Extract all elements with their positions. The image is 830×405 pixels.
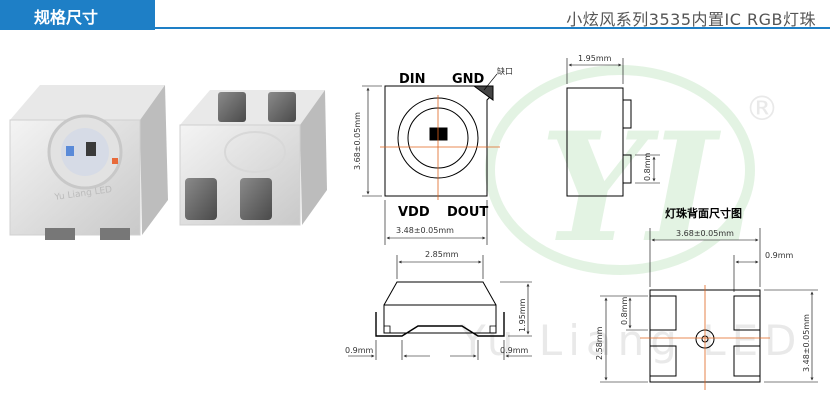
led-photo-front: Yu Liang LED [9,85,168,240]
side-view-pad-dim: 0.8mm [643,152,652,181]
pin-din-label: DIN [399,72,426,87]
back-view-pad-height-dim: 0.8mm [620,296,629,325]
watermark-ring [485,65,755,275]
header-bar: 规格尺寸 小炫风系列3535内置IC RGB灯珠 [0,0,830,30]
back-view-width-dim: 3.68±0.05mm [676,229,734,238]
watermark-logo: YL [540,100,753,276]
side-view-width-dim: 1.95mm [578,54,612,63]
watermark: YL Yu Liang LED ® [459,65,803,365]
top-view-drawing [362,73,500,245]
back-view-height-dim: 3.48±0.05mm [802,314,811,372]
registered-mark: ® [745,89,779,129]
back-view-title: 灯珠背面尺寸图 [665,206,742,220]
back-view-pad-span-dim: 2.58mm [595,326,604,360]
front-view-right-pad-dim: 0.9mm [500,346,529,355]
pin-dout-label: DOUT [447,205,488,220]
front-view-height-dim: 1.95mm [518,298,527,332]
back-view-pad-width-dim: 0.9mm [765,251,794,260]
pin-vdd-label: VDD [398,205,430,220]
top-view-height-dim: 3.68±0.05mm [353,112,362,170]
back-view-drawing [600,228,818,390]
product-title: 小炫风系列3535内置IC RGB灯珠 [566,10,816,29]
front-view-drawing [348,255,532,360]
header-rule [155,27,830,29]
side-view-drawing [566,58,660,197]
top-view-width-dim: 3.48±0.05mm [396,226,454,235]
section-label: 规格尺寸 [34,8,99,27]
pin-gnd-label: GND [452,72,485,87]
front-view-left-pad-dim: 0.9mm [345,346,374,355]
front-view-top-dim: 2.85mm [425,250,459,259]
watermark-text: Yu Liang LED [459,316,803,365]
notch-label: 缺口 [497,66,513,76]
led-photo-back [179,90,327,226]
section-tag: 规格尺寸 [0,0,155,30]
